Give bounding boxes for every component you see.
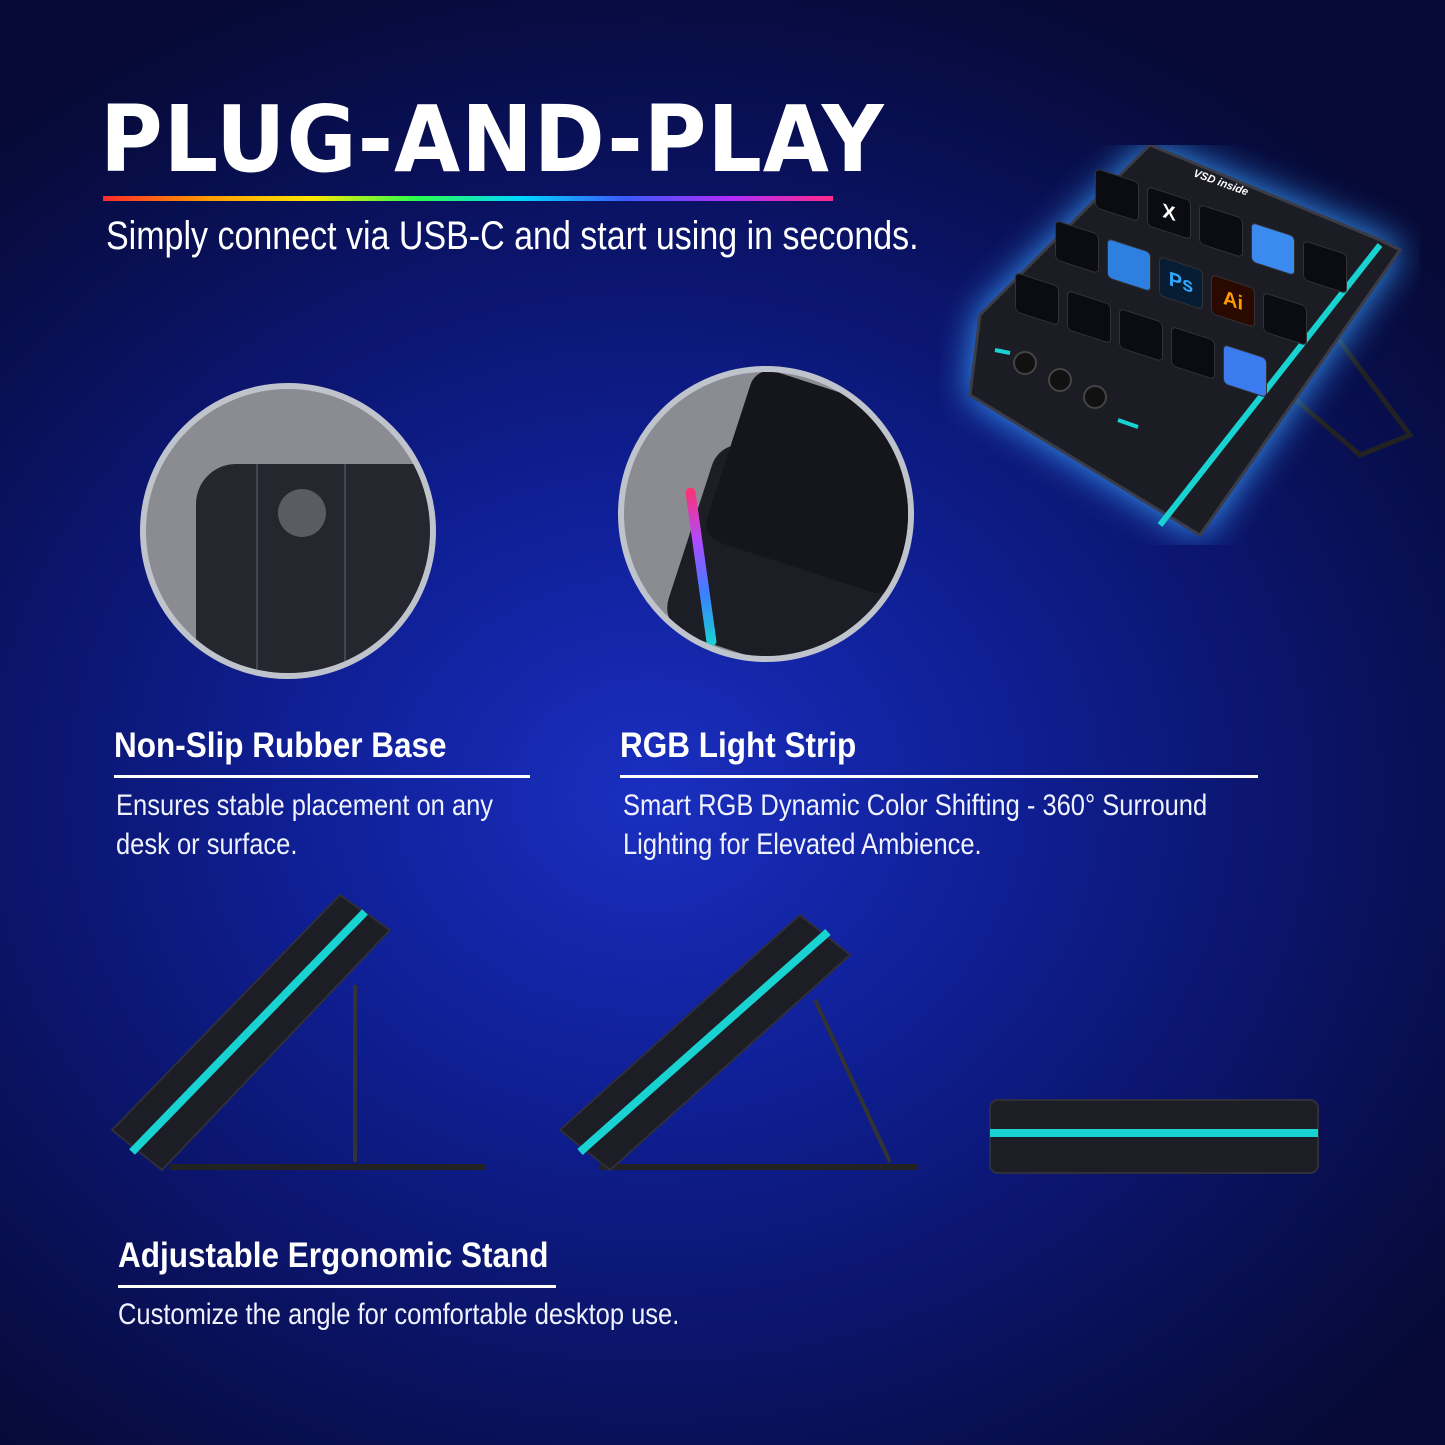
description-line: Customize the angle for comfortable desk… bbox=[118, 1298, 680, 1331]
feature-divider bbox=[114, 775, 530, 778]
description-line: Lighting for Elevated Ambience. bbox=[623, 828, 982, 861]
feature-description: Smart RGB Dynamic Color Shifting - 360° … bbox=[623, 786, 1207, 864]
feature-divider bbox=[620, 775, 1258, 778]
feature-title: Non-Slip Rubber Base bbox=[114, 726, 447, 765]
feature-title: RGB Light Strip bbox=[620, 726, 857, 765]
page-subtitle: Simply connect via USB-C and start using… bbox=[106, 214, 919, 258]
description-line: Ensures stable placement on any bbox=[116, 789, 494, 822]
feature-description: Customize the angle for comfortable desk… bbox=[118, 1295, 679, 1334]
flat-view bbox=[989, 1099, 1319, 1174]
page-title: PLUG-AND-PLAY bbox=[100, 86, 885, 193]
feature-description: Ensures stable placement on any desk or … bbox=[116, 786, 493, 864]
rainbow-divider bbox=[103, 196, 833, 201]
description-line: desk or surface. bbox=[116, 828, 298, 861]
medium-angle-view bbox=[558, 913, 918, 1172]
stand-angle-views-image bbox=[110, 893, 1319, 1174]
description-line: Smart RGB Dynamic Color Shifting - 360° … bbox=[623, 789, 1208, 822]
steep-angle-view bbox=[110, 893, 485, 1172]
rgb-strip-closeup-image bbox=[618, 366, 914, 662]
feature-title: Adjustable Ergonomic Stand bbox=[118, 1236, 549, 1275]
feature-divider bbox=[118, 1285, 556, 1288]
rubber-base-closeup-image bbox=[140, 383, 436, 679]
